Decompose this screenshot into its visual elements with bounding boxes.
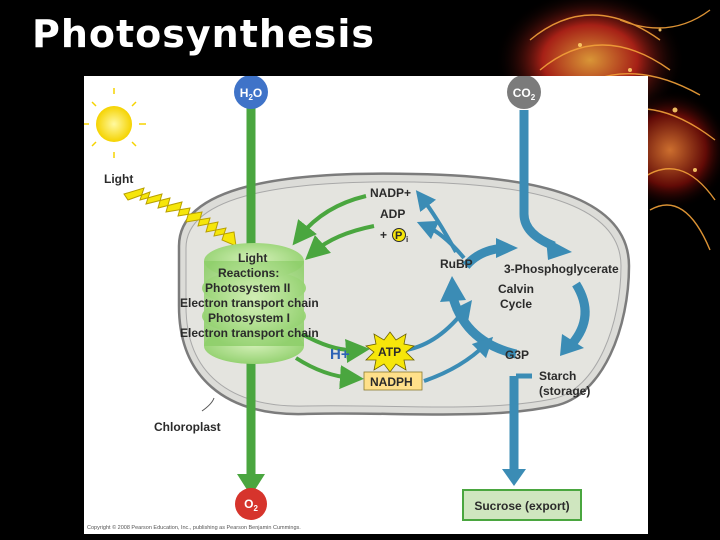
nadph-label: NADPH [370,375,413,389]
light-label: Light [104,172,133,186]
svg-text:Photosystem II: Photosystem II [205,281,290,295]
slide-title: Photosynthesis [32,12,375,56]
nadph-feed-arrow [423,336,494,383]
nadp-to-light-arrow [292,194,367,246]
g3p-label: G3P [505,348,529,362]
co2-input: CO2 [507,76,541,109]
atp-label: ATP [378,345,401,359]
svg-text:Electron transport chain: Electron transport chain [180,326,319,340]
chloroplast-label: Chloroplast [154,420,221,434]
sucrose-box [462,489,582,521]
copyright-text: Copyright © 2008 Pearson Education, Inc.… [87,524,301,531]
adp-to-light-arrow [305,224,375,261]
svg-text:Starch: Starch [539,369,576,383]
light-to-atp-arrow [301,332,370,363]
nadph-box [363,371,423,391]
svg-text:O2: O2 [244,497,258,513]
svg-text:Calvin: Calvin [498,282,534,296]
adp-label: ADP [380,207,405,221]
phosphate-icon [392,228,406,242]
svg-text:i: i [406,235,408,244]
starch-label: Starch (storage) [539,369,590,398]
light-reactions-label: Light Reactions: Photosystem II Electron… [180,251,319,340]
atp-feed-arrow [405,300,473,352]
water-input: H2O [234,76,268,109]
svg-text:P: P [395,230,402,242]
sun-icon [84,88,146,158]
light-to-nadph-arrow [294,356,364,390]
svg-text:H2O: H2O [240,86,262,102]
photosynthesis-diagram: H2O CO2 O2 [84,76,631,531]
svg-text:Photosystem I: Photosystem I [208,311,290,325]
svg-text:+: + [380,228,387,242]
svg-text:Electron transport chain: Electron transport chain [180,296,319,310]
svg-text:Cycle: Cycle [500,297,532,311]
svg-text:CO2: CO2 [513,86,536,102]
thylakoid-stack [202,243,306,364]
proton-label: H+ [330,346,350,363]
phosphoglycerate-label: 3-Phosphoglycerate [504,262,619,276]
sucrose-label: Sucrose (export) [474,499,569,513]
nadp-label: NADP+ [370,186,411,200]
phosphate-label: + P i [380,228,408,244]
svg-text:Light: Light [238,251,267,265]
oxygen-output: O2 [235,488,267,520]
calvin-cycle-right-arrow [568,281,590,347]
photosynthesis-figure: H2O CO2 O2 [84,76,648,534]
svg-text:Reactions:: Reactions: [218,266,279,280]
svg-text:(storage): (storage) [539,384,590,398]
calvin-cycle-label: Calvin Cycle [498,282,534,311]
rubp-label: RuBP [440,257,473,271]
adp-return-arrow [416,220,466,260]
